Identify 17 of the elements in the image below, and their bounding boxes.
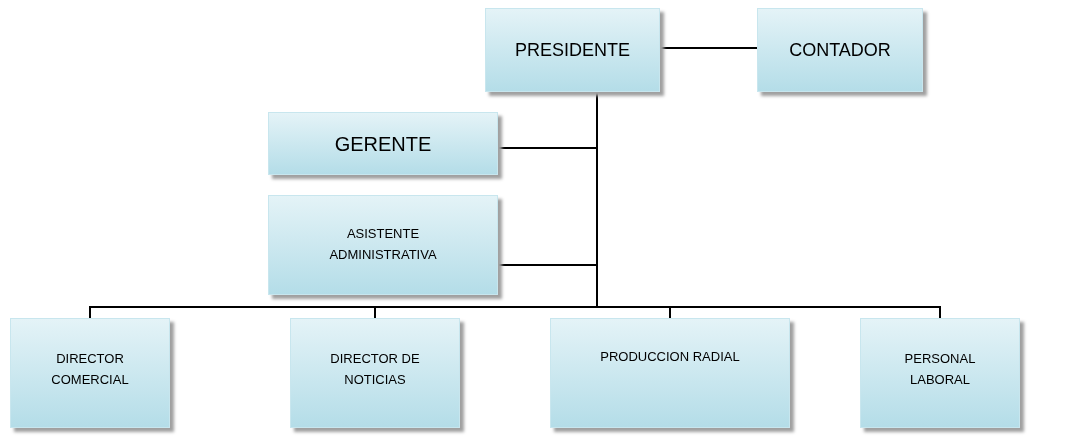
box-label: CONTADOR (789, 38, 891, 62)
org-box (290, 318, 460, 428)
box-label: DIRECTOR DE NOTICIAS (329, 350, 421, 389)
box-label: GERENTE (334, 131, 432, 157)
box-label: PERSONAL LABORAL (903, 350, 977, 389)
org-box (860, 318, 1020, 428)
org-box (757, 8, 923, 92)
box-label: PRESIDENTE (515, 38, 630, 62)
connector-line (659, 47, 758, 49)
box-label: PRODUCCION RADIAL (600, 348, 740, 366)
org-box (485, 8, 660, 92)
box-label: DIRECTOR COMERCIAL (50, 350, 130, 389)
org-box (268, 195, 498, 295)
org-box (268, 112, 498, 175)
org-box (550, 318, 790, 428)
box-label: ASISTENTE ADMINISTRATIVA (328, 225, 438, 264)
org-box (10, 318, 170, 428)
